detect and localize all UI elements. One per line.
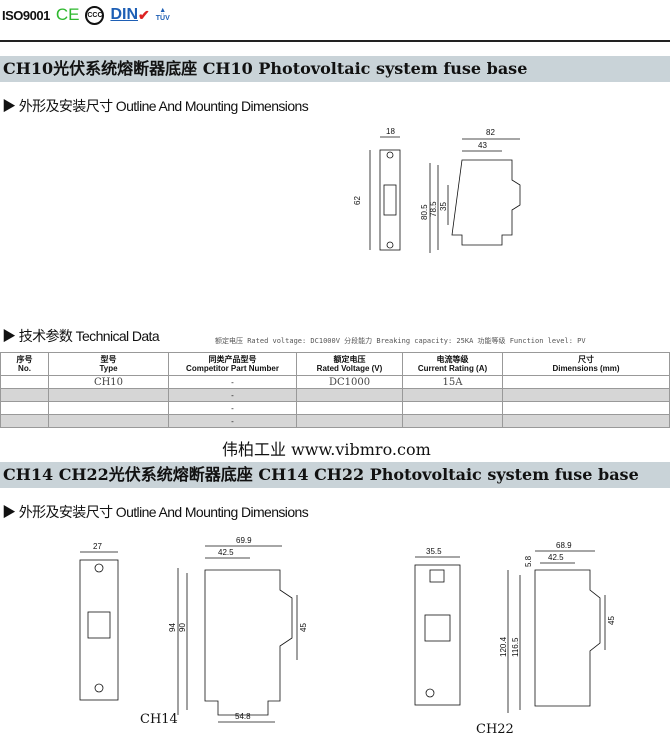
ch14-dim-depth-total: 69.9 (236, 536, 252, 545)
ce-logo: CE (55, 5, 80, 24)
din-logo: DIN (110, 6, 139, 23)
ch14-dim-depth-rail: 42.5 (218, 548, 234, 557)
dim-height-front: 62 (353, 196, 362, 205)
certification-logos: ISO9001 CE CCC DIN ✔ ▲TÜV (2, 4, 170, 26)
ch22-outline-drawing: 35.5 68.9 42.5 5.8 120.4 116.5 45 (414, 541, 616, 713)
check-icon: ✔ (138, 6, 150, 23)
iso9001-logo: ISO9001 (2, 7, 50, 23)
section-title-ch10: CH10光伏系统熔断器底座 CH10 Photovoltaic system f… (0, 56, 670, 82)
ch14-dim-height-total: 94 (168, 623, 177, 632)
dim-width-front: 18 (386, 127, 395, 136)
ch22-dim-width-front: 35.5 (426, 547, 442, 556)
tech-note: 额定电压 Rated voltage: DC1000V 分段能力 Breakin… (215, 337, 586, 345)
ccc-logo: CCC (85, 5, 105, 25)
ch22-dim-depth-total: 68.9 (556, 541, 572, 550)
tech-data-heading: ▶ 技术参数 Technical Data (2, 328, 160, 344)
watermark: 伟柏工业 www.vibmro.com (222, 440, 431, 459)
ch22-dim-height-total: 120.4 (499, 636, 508, 657)
ch22-label: CH22 (476, 722, 514, 737)
ch22-dim-offset: 5.8 (524, 555, 533, 567)
ch14-label: CH14 (140, 712, 178, 727)
ch14-dim-rail: 45 (299, 623, 308, 632)
table-row: - (0, 414, 670, 428)
dim-height-total: 80.5 (420, 204, 429, 220)
ch10-outline-drawing: 18 62 82 43 80.5 78.5 35 (353, 127, 521, 253)
ch14-outline-drawing: 27 69.9 42.5 94 90 45 54.8 (79, 536, 308, 723)
ch22-dim-height-body: 116.5 (511, 637, 520, 657)
table-row: - (0, 401, 670, 415)
dim-depth-rail: 43 (478, 141, 487, 150)
tuv-logo: ▲TÜV (155, 7, 170, 22)
header-divider (0, 40, 670, 42)
outline-heading: ▶ 外形及安装尺寸 Outline And Mounting Dimension… (2, 98, 309, 114)
outline-heading-2: ▶ 外形及安装尺寸 Outline And Mounting Dimension… (2, 504, 309, 520)
ch14-dim-base: 54.8 (235, 712, 251, 721)
ch14-dim-width-front: 27 (93, 542, 102, 551)
ch22-dim-depth-rail: 42.5 (548, 553, 564, 562)
dim-height-body: 78.5 (429, 201, 438, 217)
dim-depth-total: 82 (486, 128, 495, 137)
dim-rail: 35 (439, 202, 448, 211)
ch14-dim-height-body: 90 (178, 623, 187, 632)
ch22-dim-rail: 45 (607, 616, 616, 625)
table-row: - (0, 388, 670, 402)
section-title-ch14-ch22: CH14 CH22光伏系统熔断器底座 CH14 CH22 Photovoltai… (0, 462, 670, 488)
